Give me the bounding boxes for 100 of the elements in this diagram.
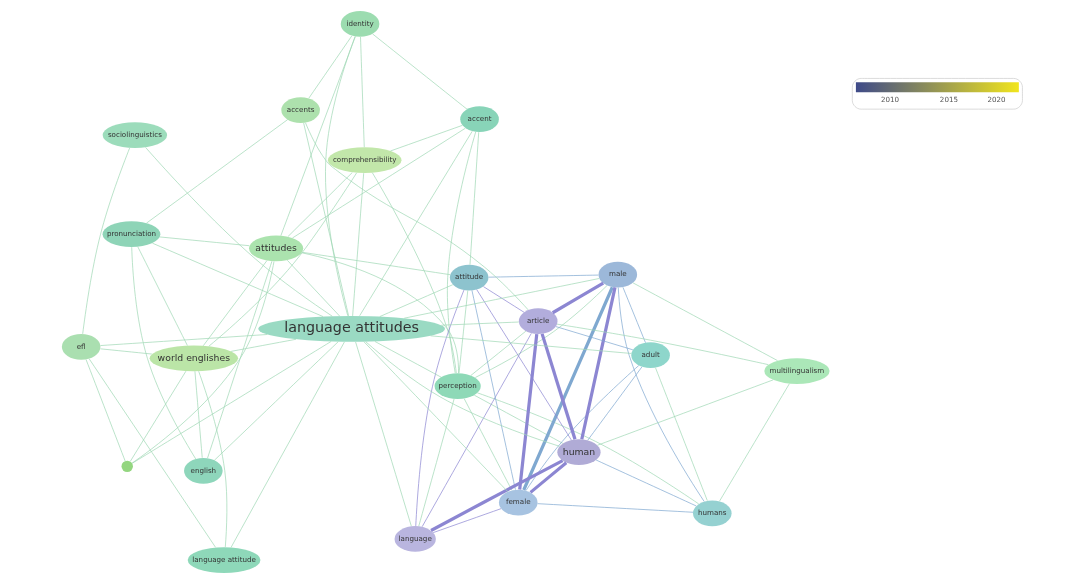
connector: [540, 333, 576, 440]
node-ellipse: accents: [280, 97, 320, 123]
connector: [230, 341, 345, 548]
node-ellipse: human: [556, 439, 601, 465]
connector: [586, 366, 642, 441]
connector: [471, 289, 516, 491]
connector: [555, 326, 633, 351]
connector: [286, 259, 340, 317]
connector: [474, 285, 607, 378]
node-ellipse: language: [394, 526, 436, 552]
connector: [287, 172, 353, 237]
connector: [99, 334, 268, 346]
connector: [291, 127, 466, 239]
node-ellipse: sociolinguistics: [102, 122, 167, 148]
connector: [525, 365, 639, 492]
connector: [300, 252, 459, 374]
node-circle: [121, 460, 133, 473]
connector: [99, 348, 152, 355]
connector: [202, 260, 267, 347]
connector: [206, 260, 272, 459]
label: 2015: [939, 95, 958, 105]
connector: [463, 398, 512, 491]
node-ellipse: attitudes: [248, 235, 303, 262]
connector: [596, 379, 773, 446]
connector: [194, 370, 203, 459]
connector: [85, 359, 125, 462]
connector: [302, 122, 349, 317]
connector: [81, 147, 130, 335]
connector: [131, 261, 274, 464]
connector: [363, 341, 508, 492]
connector: [446, 131, 476, 374]
connector: [230, 338, 296, 352]
node-ellipse: perception: [434, 373, 481, 399]
node-ellipse: world englishes: [149, 345, 238, 372]
connector: [208, 172, 357, 347]
connector: [469, 131, 479, 265]
label: 2020: [986, 95, 1006, 105]
node-ellipse: male: [598, 261, 637, 288]
connector: [417, 398, 454, 527]
connector: [536, 503, 693, 513]
connector: [414, 289, 464, 527]
connector: [131, 341, 331, 464]
connector: [389, 124, 463, 152]
connector: [517, 333, 538, 490]
connector: [301, 251, 451, 276]
connector: [364, 341, 560, 447]
connector: [429, 335, 632, 354]
connector: [88, 358, 216, 548]
connector: [476, 392, 699, 505]
connector: [617, 287, 705, 502]
node-ellipse: efl: [61, 334, 100, 360]
connector: [151, 242, 323, 317]
connector: [378, 284, 453, 317]
connector: [371, 172, 457, 374]
node-ellipse: pronunciation: [102, 221, 160, 248]
node-ellipse: adult: [630, 342, 670, 369]
connector: [351, 172, 364, 317]
connector: [482, 286, 524, 313]
connector: [595, 459, 697, 507]
connector: [145, 119, 288, 224]
connector: [473, 394, 563, 444]
connector: [129, 370, 186, 462]
connector: [458, 290, 468, 374]
node-ellipse: multilingualism: [763, 358, 830, 384]
connector: [654, 367, 708, 501]
label: 2010: [880, 95, 899, 105]
connector: [622, 286, 646, 344]
connector: [158, 236, 250, 247]
connector: [304, 122, 529, 311]
node-ellipse: language attitude: [187, 547, 260, 573]
connector: [358, 130, 473, 317]
node-ellipse: female: [498, 489, 538, 516]
connector: [521, 286, 614, 491]
connector: [529, 461, 567, 494]
node-ellipse: language attitudes: [257, 316, 445, 342]
connector: [213, 341, 339, 461]
connector: [197, 370, 227, 548]
connector: [440, 321, 519, 326]
node-ellipse: comprehensibility: [327, 147, 401, 174]
node-ellipse: humans: [692, 500, 732, 527]
connector: [579, 287, 617, 440]
connector: [429, 459, 563, 532]
node-ellipse: accent: [459, 106, 499, 133]
connector: [551, 281, 604, 315]
connector: [307, 35, 352, 99]
node-ellipse: identity: [340, 11, 379, 37]
node-ellipse: attitude: [449, 264, 488, 291]
connector: [718, 383, 790, 502]
connector: [432, 508, 501, 533]
node-ellipse: article: [518, 308, 557, 335]
connector: [374, 341, 441, 378]
node-ellipse: english: [183, 458, 223, 484]
connector: [371, 33, 467, 110]
connector: [469, 330, 526, 376]
connector: [421, 333, 532, 527]
connector: [354, 341, 412, 527]
connector: [556, 323, 769, 365]
connector: [487, 274, 599, 278]
connector: [144, 147, 333, 317]
connector: [359, 36, 365, 148]
